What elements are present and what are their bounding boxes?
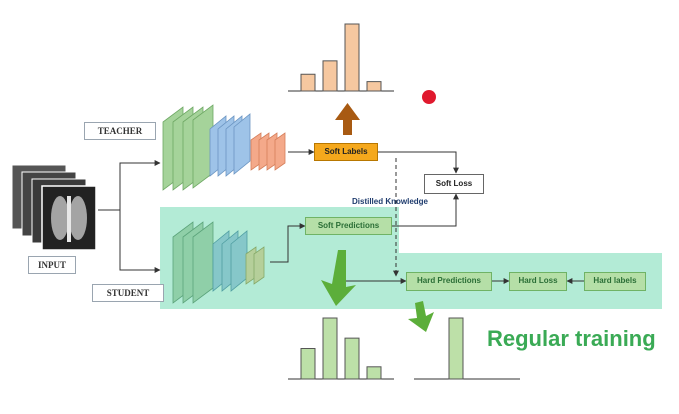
soft-loss-box: Soft Loss [424,174,484,194]
soft-labels-histogram-bar [322,60,338,92]
soft-predictions-box: Soft Predictions [305,217,392,235]
soft-predictions-histogram-bar [322,317,338,380]
soft-labels-histogram-bar [344,23,360,92]
regular-training-caption: Regular training [487,326,656,351]
soft-labels-histogram [288,23,394,92]
hard-predictions-box: Hard Predictions [406,272,492,291]
soft-labels-box: Soft Labels [314,143,378,161]
teacher-network-icon [162,104,286,191]
distilled-knowledge-caption: Distilled Knowledge [352,197,429,206]
hard-labels-box: Hard labels [584,272,646,291]
hard-labels-histogram-bar [448,317,464,380]
student-down-arrow [321,250,434,332]
student-network-icon [172,221,265,304]
connector-lines [98,149,584,284]
input-label: INPUT [28,256,76,274]
hard-labels-histogram [414,317,520,380]
soft-labels-histogram-bar [366,81,382,92]
hard-loss-box: Hard Loss [509,272,567,291]
soft-predictions-histogram-bar [366,366,382,380]
input-xray-stack-icon [11,164,97,251]
soft-predictions-histogram [288,317,394,380]
student-label: STUDENT [92,284,164,302]
soft-labels-histogram-bar [300,73,316,92]
teacher-label: TEACHER [84,122,156,140]
red-dot [422,90,436,104]
soft-predictions-histogram-bar [300,348,316,380]
soft-predictions-histogram-bar [344,337,360,380]
soft-labels-up-arrow [335,103,360,135]
